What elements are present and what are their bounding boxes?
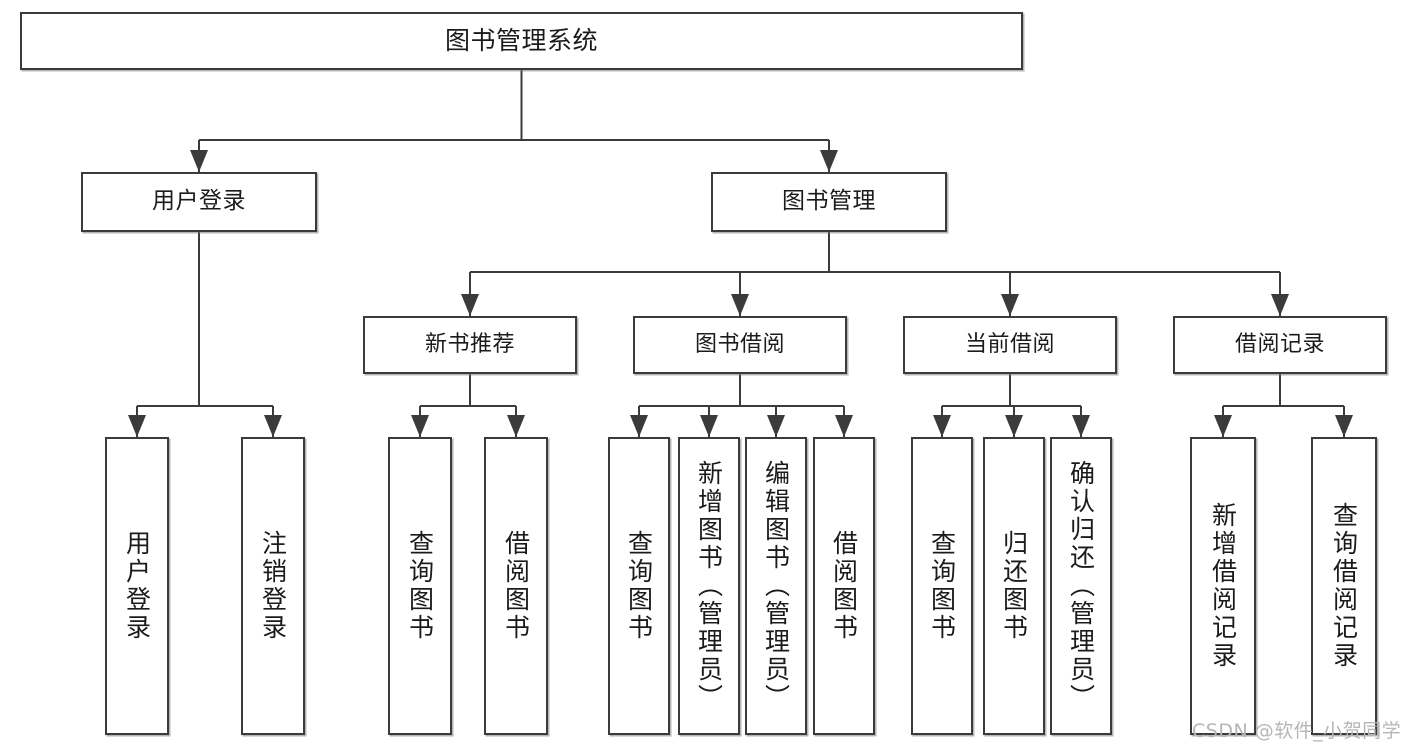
node-leaf-return-book: 归还图书 [983, 437, 1045, 735]
node-user-login: 用户登录 [81, 172, 317, 232]
node-label: 借阅图书 [829, 530, 859, 642]
node-label: 查询借阅记录 [1329, 502, 1359, 670]
node-label: 查询图书 [927, 530, 957, 642]
node-label: 图书管理 [782, 188, 876, 215]
node-leaf-query-book-2: 查询图书 [608, 437, 670, 735]
node-leaf-borrow-book-1: 借阅图书 [484, 437, 548, 735]
node-label: 用户登录 [152, 188, 246, 215]
node-leaf-add-book: 新增图书（管理员） [678, 437, 740, 735]
node-leaf-query-book-1: 查询图书 [388, 437, 452, 735]
node-label: 新书推荐 [424, 331, 515, 357]
node-leaf-add-record: 新增借阅记录 [1190, 437, 1256, 735]
node-label: 当前借阅 [964, 331, 1055, 357]
node-label: 借阅记录 [1234, 331, 1325, 357]
node-label: 图书借阅 [694, 331, 785, 357]
node-leaf-confirm-return: 确认归还（管理员） [1050, 437, 1112, 735]
node-leaf-user-login: 用户登录 [105, 437, 169, 735]
node-root: 图书管理系统 [20, 12, 1023, 70]
node-leaf-query-record: 查询借阅记录 [1311, 437, 1377, 735]
node-borrow-record: 借阅记录 [1173, 316, 1387, 374]
node-label: 编辑图书（管理员） [761, 460, 791, 712]
node-label: 注销登录 [258, 530, 288, 642]
node-book-manage: 图书管理 [711, 172, 947, 232]
node-label: 用户登录 [122, 530, 152, 642]
node-label: 归还图书 [999, 530, 1029, 642]
node-leaf-logout: 注销登录 [241, 437, 305, 735]
node-label: 新增借阅记录 [1208, 502, 1238, 670]
node-label: 借阅图书 [501, 530, 531, 642]
node-current-borrow: 当前借阅 [903, 316, 1117, 374]
node-label: 图书管理系统 [444, 26, 598, 56]
watermark-label: CSDN @软件_小贺同学 [1192, 720, 1402, 742]
node-label: 确认归还（管理员） [1066, 460, 1096, 712]
node-leaf-borrow-book-2: 借阅图书 [813, 437, 875, 735]
node-leaf-query-book-3: 查询图书 [911, 437, 973, 735]
node-new-book-rec: 新书推荐 [363, 316, 577, 374]
node-book-borrow: 图书借阅 [633, 316, 847, 374]
node-label: 查询图书 [405, 530, 435, 642]
node-label: 查询图书 [624, 530, 654, 642]
node-leaf-edit-book: 编辑图书（管理员） [745, 437, 807, 735]
node-label: 新增图书（管理员） [694, 460, 724, 712]
